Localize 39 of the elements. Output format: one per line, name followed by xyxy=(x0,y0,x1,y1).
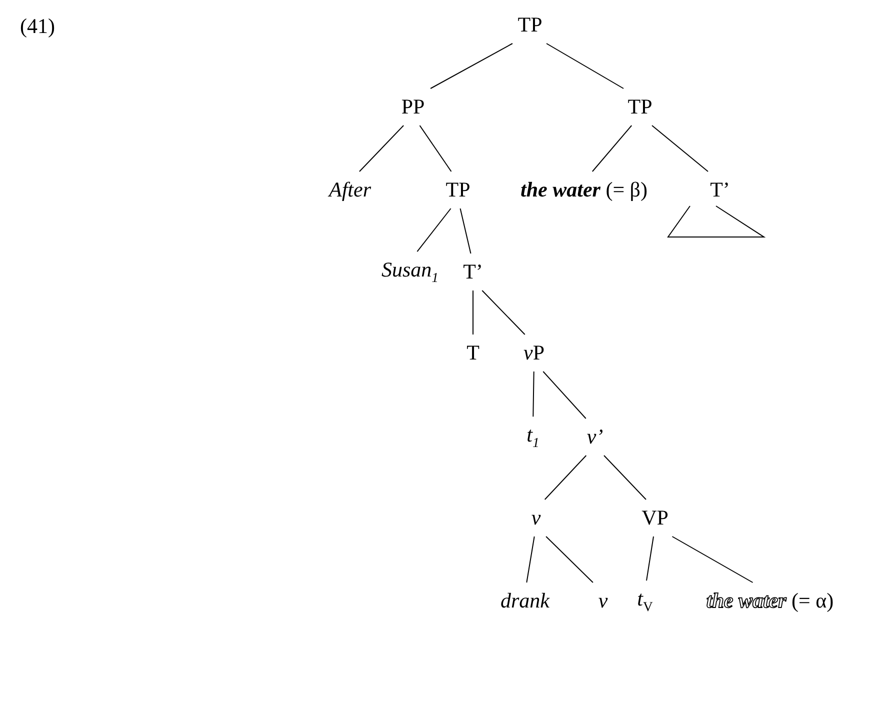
tree-branch xyxy=(482,290,526,335)
tree-node-label: VP xyxy=(640,500,670,536)
tree-branch xyxy=(592,125,632,172)
tree-branch xyxy=(652,125,708,172)
tree-branch xyxy=(546,43,624,89)
tree-branch xyxy=(430,43,513,89)
tree-node-label: v xyxy=(596,582,610,620)
tree-branch xyxy=(672,536,754,583)
tree-node-label: v xyxy=(529,500,543,536)
tree-branch xyxy=(646,536,654,582)
tree-node-label: t$_{V}$ xyxy=(635,580,655,622)
tree-node-label: TP xyxy=(626,88,654,126)
tree-branch xyxy=(416,208,452,252)
triangle-shape xyxy=(666,205,766,239)
tree-branch xyxy=(532,371,534,418)
example-number: (41) xyxy=(20,14,55,39)
tree-node-label: TP xyxy=(444,172,472,208)
tree-branch xyxy=(544,455,587,500)
tree-node-label: After xyxy=(327,172,373,208)
tree-node-label: Susan$_{1}$ xyxy=(380,252,440,292)
tree-node-label: vP xyxy=(522,334,546,372)
tree-node-label: t$_{1}$ xyxy=(524,416,542,458)
tree-branch xyxy=(526,536,535,583)
tree-node-label: the water (= β) xyxy=(518,172,650,208)
tree-node-label: v’ xyxy=(584,418,606,456)
tree-node-label: T’ xyxy=(461,254,485,290)
tree-node-label: T’ xyxy=(708,172,732,208)
tree-branch xyxy=(604,455,646,500)
tree-node-label: the water (= α) xyxy=(704,582,836,620)
tree-branch xyxy=(542,371,586,419)
tree-node-label: PP xyxy=(399,88,427,126)
tree-node-label: T xyxy=(464,334,482,372)
tree-branch xyxy=(419,125,452,172)
tree-branch xyxy=(472,290,474,335)
tree-node-label: drank xyxy=(498,582,552,620)
tree-branch xyxy=(460,208,472,254)
tree-branch xyxy=(358,125,404,172)
tree-node-label: TP xyxy=(516,6,544,44)
tree-branch xyxy=(546,536,594,583)
